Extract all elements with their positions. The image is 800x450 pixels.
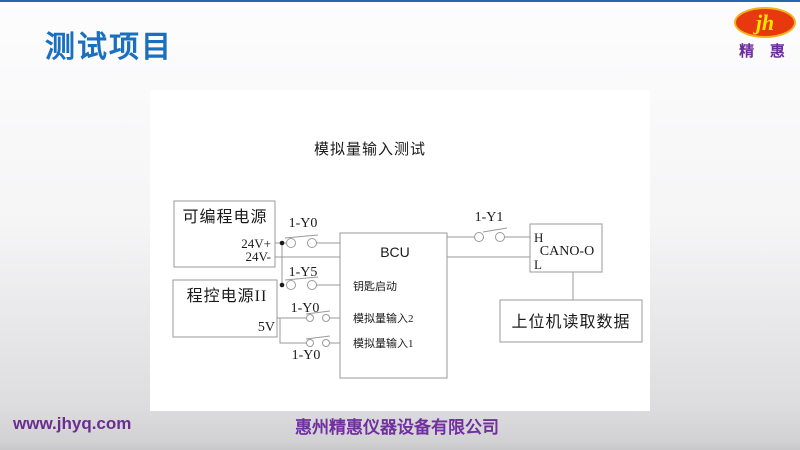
- can-pin-h: H: [534, 230, 543, 245]
- bcu-input-analog2: 模拟量输入2: [353, 311, 414, 325]
- contact-terminal: [495, 232, 505, 242]
- program-power-label: 程控电源II: [187, 287, 268, 305]
- host-label: 上位机读取数据: [511, 313, 630, 331]
- company-logo: jh 精 惠: [731, 7, 799, 61]
- switch-contact-4: [305, 335, 331, 347]
- wiring-diagram: 模拟量输入测试: [172, 141, 643, 379]
- can-label: CANO-O: [540, 244, 594, 259]
- switch-label-1: 1-Y0: [289, 216, 318, 231]
- terminal-24v-minus: 24V-: [245, 249, 271, 264]
- logo-monogram: jh: [755, 9, 775, 35]
- programmable-power-box: [173, 200, 276, 268]
- switch-contact-3: [305, 310, 331, 322]
- switch-contact-1: [284, 234, 319, 248]
- contact-terminal: [306, 339, 314, 347]
- wire-5v-branch: [279, 318, 307, 344]
- switch-contact-2: [284, 276, 319, 290]
- contact-blade: [305, 310, 331, 315]
- can-pin-l: L: [534, 257, 542, 272]
- bcu-input-analog1: 模拟量输入1: [353, 336, 414, 350]
- wires: [275, 236, 574, 344]
- switch-label-5: 1-Y1: [475, 210, 504, 225]
- contact-terminal: [307, 280, 317, 290]
- bcu-box: [339, 232, 448, 379]
- junction-dot: [279, 282, 285, 288]
- contact-terminal: [307, 238, 317, 248]
- host-box: [499, 299, 643, 343]
- page-title: 测试项目: [45, 31, 173, 64]
- contact-terminal: [322, 314, 330, 322]
- terminal-5v: 5V: [258, 320, 275, 335]
- logo-wordmark: 精 惠: [739, 44, 791, 60]
- contact-blade: [284, 276, 319, 281]
- contact-terminal: [286, 280, 296, 290]
- logo-ellipse: jh: [734, 7, 796, 38]
- junction-dot: [279, 240, 285, 246]
- footer-website: www.jhyq.com: [13, 414, 132, 433]
- footer-company: 惠州精惠仪器设备有限公司: [295, 418, 499, 437]
- top-accent-bar: [0, 0, 800, 2]
- terminal-24v-plus: 24V+: [241, 236, 271, 251]
- program-power-box: [172, 279, 278, 338]
- contact-terminal: [474, 232, 484, 242]
- bcu-input-key-start: 钥匙启动: [353, 279, 397, 293]
- contact-terminal: [322, 339, 330, 347]
- diagram-title: 模拟量输入测试: [314, 141, 426, 158]
- contact-blade: [482, 227, 508, 233]
- bcu-label: BCU: [380, 244, 410, 260]
- switch-label-3: 1-Y0: [291, 301, 320, 316]
- contact-blade: [305, 335, 331, 340]
- diagram-panel: 模拟量输入测试: [150, 90, 650, 411]
- contact-blade: [284, 234, 319, 239]
- switch-label-4: 1-Y0: [292, 348, 321, 363]
- contact-terminal: [286, 238, 296, 248]
- programmable-power-label: 可编程电源: [182, 208, 267, 226]
- switch-label-2: 1-Y5: [289, 265, 318, 280]
- switch-contact-5: [474, 227, 508, 242]
- contact-terminal: [306, 314, 314, 322]
- can-box: [529, 223, 603, 273]
